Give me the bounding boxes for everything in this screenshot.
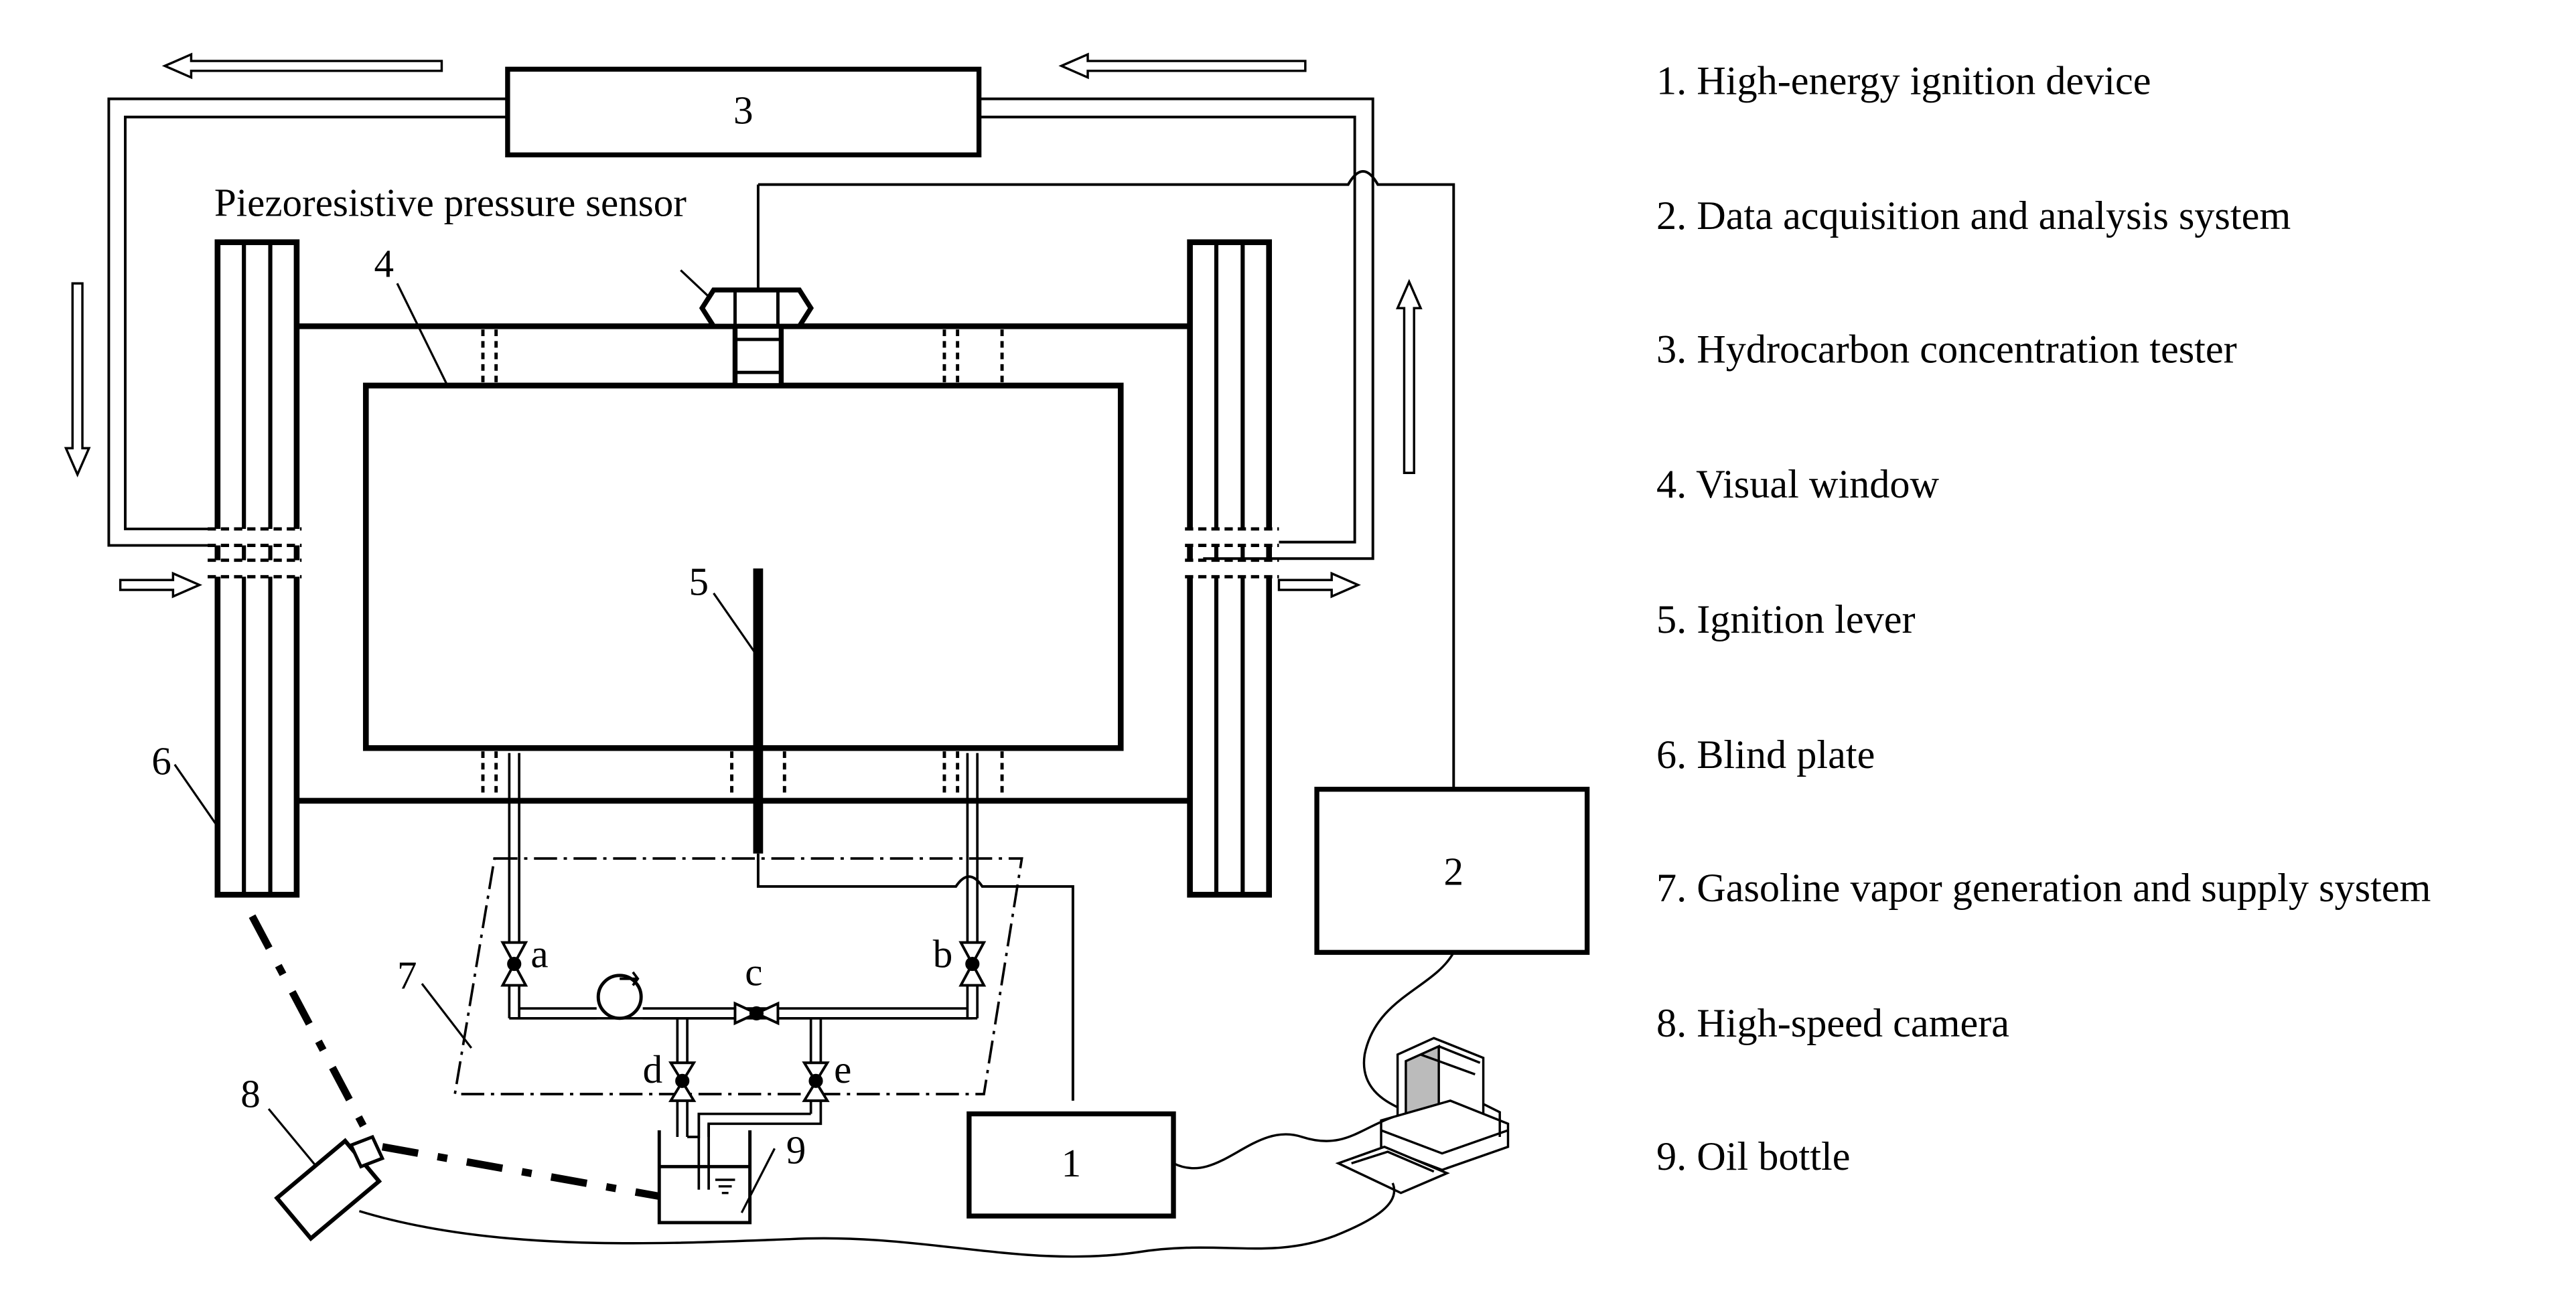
arrow-left-icon bbox=[161, 52, 443, 80]
valve-e-icon bbox=[802, 1061, 830, 1102]
label-valve-e: e bbox=[834, 1047, 851, 1091]
legend-item: 7. Gasoline vapor generation and supply … bbox=[1656, 866, 2431, 911]
hydrocarbon-tester-box bbox=[505, 66, 982, 158]
label-6: 6 bbox=[151, 739, 171, 783]
high-speed-camera bbox=[274, 1134, 385, 1241]
ignition-device-box bbox=[967, 1111, 1176, 1219]
sensor-signal-cable bbox=[758, 170, 1455, 789]
label-3: 3 bbox=[733, 88, 754, 133]
valve-d-icon bbox=[668, 1061, 697, 1102]
flow-arrows bbox=[64, 52, 1423, 599]
pressure-sensor bbox=[699, 184, 814, 388]
legend: 1. High-energy ignition device 2. Data a… bbox=[1656, 58, 2431, 1179]
label-4: 4 bbox=[374, 241, 395, 285]
label-8: 8 bbox=[240, 1072, 261, 1116]
arrow-right-icon bbox=[1277, 571, 1361, 599]
pipe-crossings bbox=[208, 527, 1279, 579]
legend-item: 9. Oil bottle bbox=[1656, 1134, 1851, 1179]
valves bbox=[500, 941, 987, 1102]
arrow-down-icon bbox=[64, 282, 91, 478]
valve-c-icon bbox=[733, 1001, 780, 1026]
leader-lines bbox=[173, 269, 776, 1213]
legend-item: 6. Blind plate bbox=[1656, 733, 1875, 777]
explosion-chamber bbox=[296, 323, 1190, 804]
daq-system-box bbox=[1314, 787, 1590, 955]
legend-item: 1. High-energy ignition device bbox=[1656, 58, 2151, 103]
cables bbox=[358, 1116, 1396, 1258]
label-7: 7 bbox=[397, 953, 417, 998]
label-2: 2 bbox=[1444, 849, 1464, 893]
valve-a-icon bbox=[500, 941, 528, 987]
label-pressure-sensor: Piezoresistive pressure sensor bbox=[214, 180, 687, 224]
ignition-lever bbox=[753, 568, 1074, 1101]
arrow-left-icon bbox=[1058, 52, 1307, 80]
camera-field-of-view bbox=[248, 914, 660, 1201]
legend-item: 5. Ignition lever bbox=[1656, 597, 1916, 642]
legend-item: 4. Visual window bbox=[1656, 462, 1940, 507]
arrow-up-icon bbox=[1395, 279, 1423, 474]
diagram-labels: 3 Piezoresistive pressure sensor 4 5 6 2… bbox=[151, 88, 1463, 1185]
label-valve-c: c bbox=[745, 950, 762, 994]
pump-icon bbox=[596, 974, 643, 1020]
legend-item: 2. Data acquisition and analysis system bbox=[1656, 194, 2291, 238]
label-1: 1 bbox=[1062, 1141, 1082, 1185]
label-valve-b: b bbox=[933, 932, 953, 976]
valve-b-icon bbox=[958, 941, 987, 987]
label-valve-a: a bbox=[530, 932, 548, 976]
legend-item: 8. High-speed camera bbox=[1656, 1001, 2009, 1046]
arrow-right-icon bbox=[119, 571, 203, 599]
computer-icon bbox=[1335, 951, 1510, 1195]
oil-bottle bbox=[657, 1130, 752, 1225]
visual-window bbox=[362, 382, 1124, 751]
label-5: 5 bbox=[689, 559, 709, 603]
label-valve-d: d bbox=[643, 1047, 663, 1091]
label-9: 9 bbox=[786, 1128, 806, 1172]
legend-item: 3. Hydrocarbon concentration tester bbox=[1656, 327, 2237, 372]
